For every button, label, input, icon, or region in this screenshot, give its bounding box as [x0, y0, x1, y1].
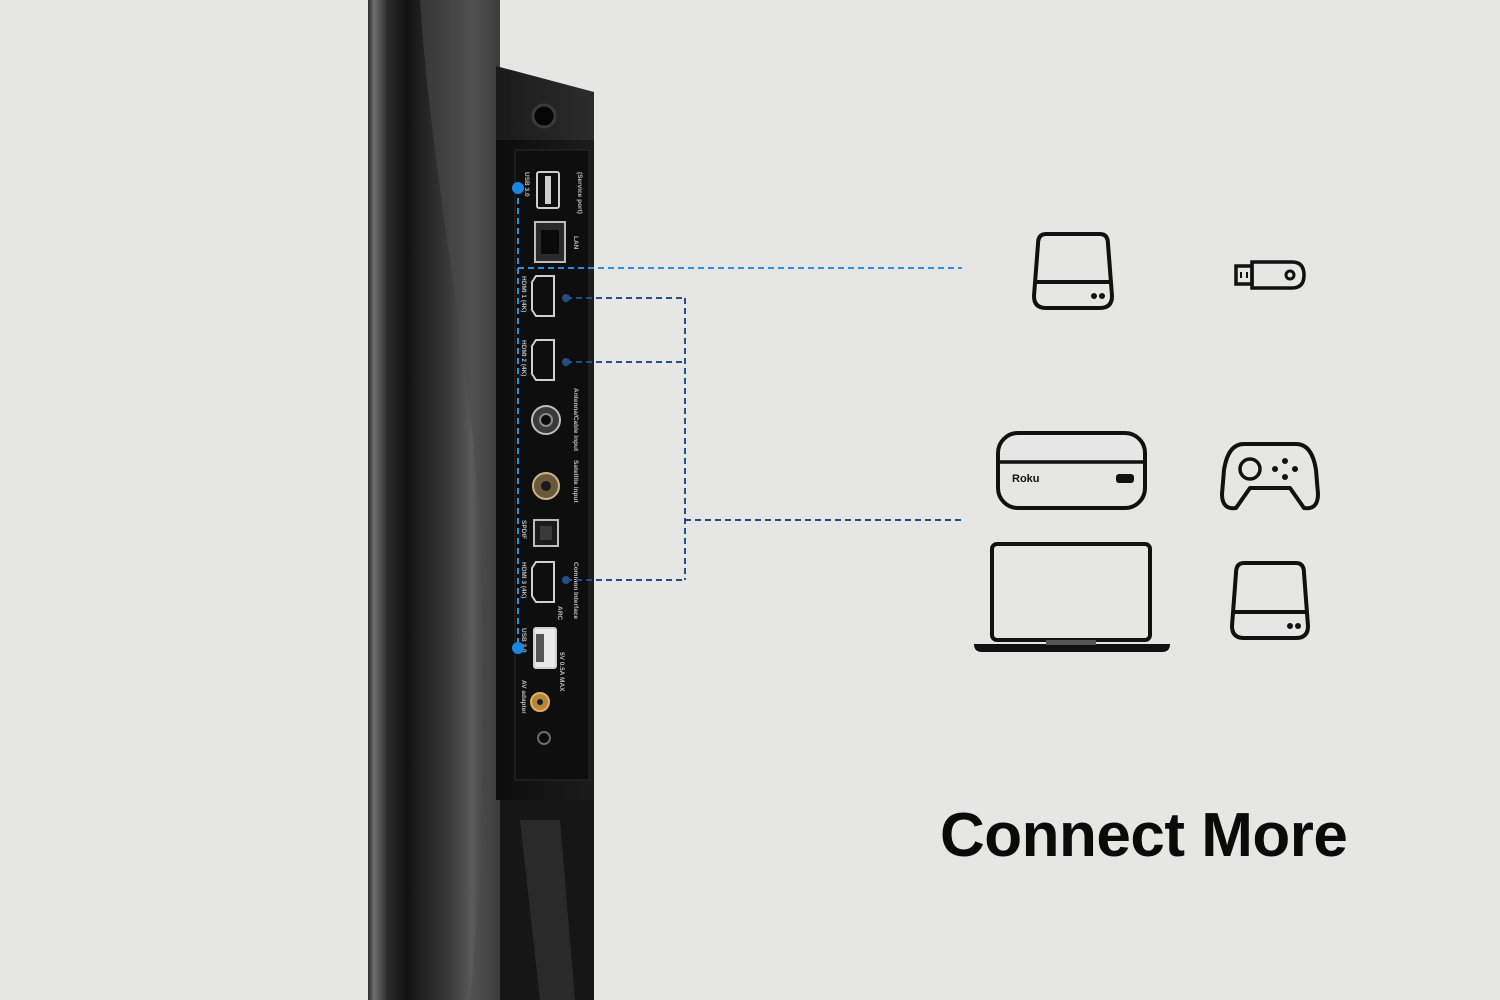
hdmi-connection-lines — [562, 294, 962, 584]
hdmi-port-shape — [531, 339, 555, 381]
hdmi-port-shape — [531, 561, 555, 603]
tv-lower-highlight — [520, 820, 575, 1000]
game-controller-icon — [1220, 442, 1320, 511]
hdmi-3-connection-dot — [562, 576, 570, 584]
laptop-icon — [974, 542, 1170, 652]
port-label-hdmi-2: HDMI 2 (4K) — [520, 340, 527, 376]
port-label-hdmi-1: HDMI 1 (4K) — [520, 276, 527, 312]
hdmi-devices: Roku — [974, 431, 1320, 652]
port-label-usb-2: USB 2.0 — [520, 628, 527, 653]
tv-front-bezel — [368, 0, 408, 1000]
hdmi-2-connection-dot — [562, 358, 570, 366]
port-usb-3: USB 3.0 (Service port) — [523, 171, 583, 214]
antenna-connector-inner — [539, 413, 553, 427]
usb-2-connection-dot — [512, 642, 524, 654]
port-satellite: Satellite input — [532, 460, 579, 503]
mount-hole — [531, 103, 557, 129]
tv-side-profile — [368, 0, 594, 1000]
port-label-lan: LAN — [572, 236, 579, 250]
port-spdif: SPDIF — [520, 519, 559, 547]
port-av-adapter: AV adapter — [520, 680, 551, 745]
port-common-interface: Common Interface — [572, 562, 579, 619]
port-label-antenna: Antenna/Cable input — [572, 388, 579, 452]
port-sublabel-usb-3: (Service port) — [576, 172, 583, 214]
hdmi-port-shape — [531, 275, 555, 317]
headline: Connect More — [940, 801, 1348, 870]
headphone-jack — [537, 731, 551, 745]
usb-port-tongue — [536, 634, 544, 662]
external-hard-drive-icon — [1229, 561, 1311, 640]
port-usb-2: USB 2.0 5V 0.5A MAX — [520, 627, 565, 692]
usb-devices — [1031, 232, 1306, 310]
roku-streaming-box-icon: Roku — [996, 431, 1147, 510]
usb-3-connection-dot — [512, 182, 524, 194]
usb-flash-drive-icon — [1234, 260, 1306, 290]
connector-panel: USB 3.0 (Service port) LAN HDMI 1 (4K) H… — [496, 66, 594, 800]
port-label-av-adapter: AV adapter — [520, 680, 527, 714]
port-hdmi-2: HDMI 2 (4K) — [520, 339, 555, 381]
satellite-connector-inner — [541, 481, 551, 491]
port-label-hdmi-3: HDMI 3 (4K) — [520, 562, 527, 598]
usb-connection-lines — [512, 182, 962, 654]
tv-back-curve — [420, 0, 500, 1000]
roku-logo-text: Roku — [1012, 473, 1040, 485]
port-label-satellite: Satellite input — [572, 460, 579, 503]
spdif-connector-inner — [540, 526, 552, 540]
port-label-usb-3: USB 3.0 — [523, 172, 530, 197]
port-sublabel-usb-2: 5V 0.5A MAX — [558, 652, 565, 692]
hdmi-1-connection-dot — [562, 294, 570, 302]
lan-port-jack — [541, 230, 559, 254]
port-antenna: Antenna/Cable input — [531, 388, 579, 452]
av-jack-inner — [537, 699, 543, 705]
port-hdmi-3: HDMI 3 (4K) ARC — [520, 561, 563, 620]
port-sublabel-arc: ARC — [556, 606, 563, 620]
port-hdmi-1: HDMI 1 (4K) — [520, 275, 555, 317]
port-lan: LAN — [534, 221, 579, 263]
usb-port-tongue — [545, 176, 551, 204]
port-label-common-interface: Common Interface — [572, 562, 579, 619]
port-label-spdif: SPDIF — [520, 520, 527, 539]
external-hard-drive-icon — [1031, 232, 1115, 310]
usb-port-shape — [536, 171, 560, 209]
